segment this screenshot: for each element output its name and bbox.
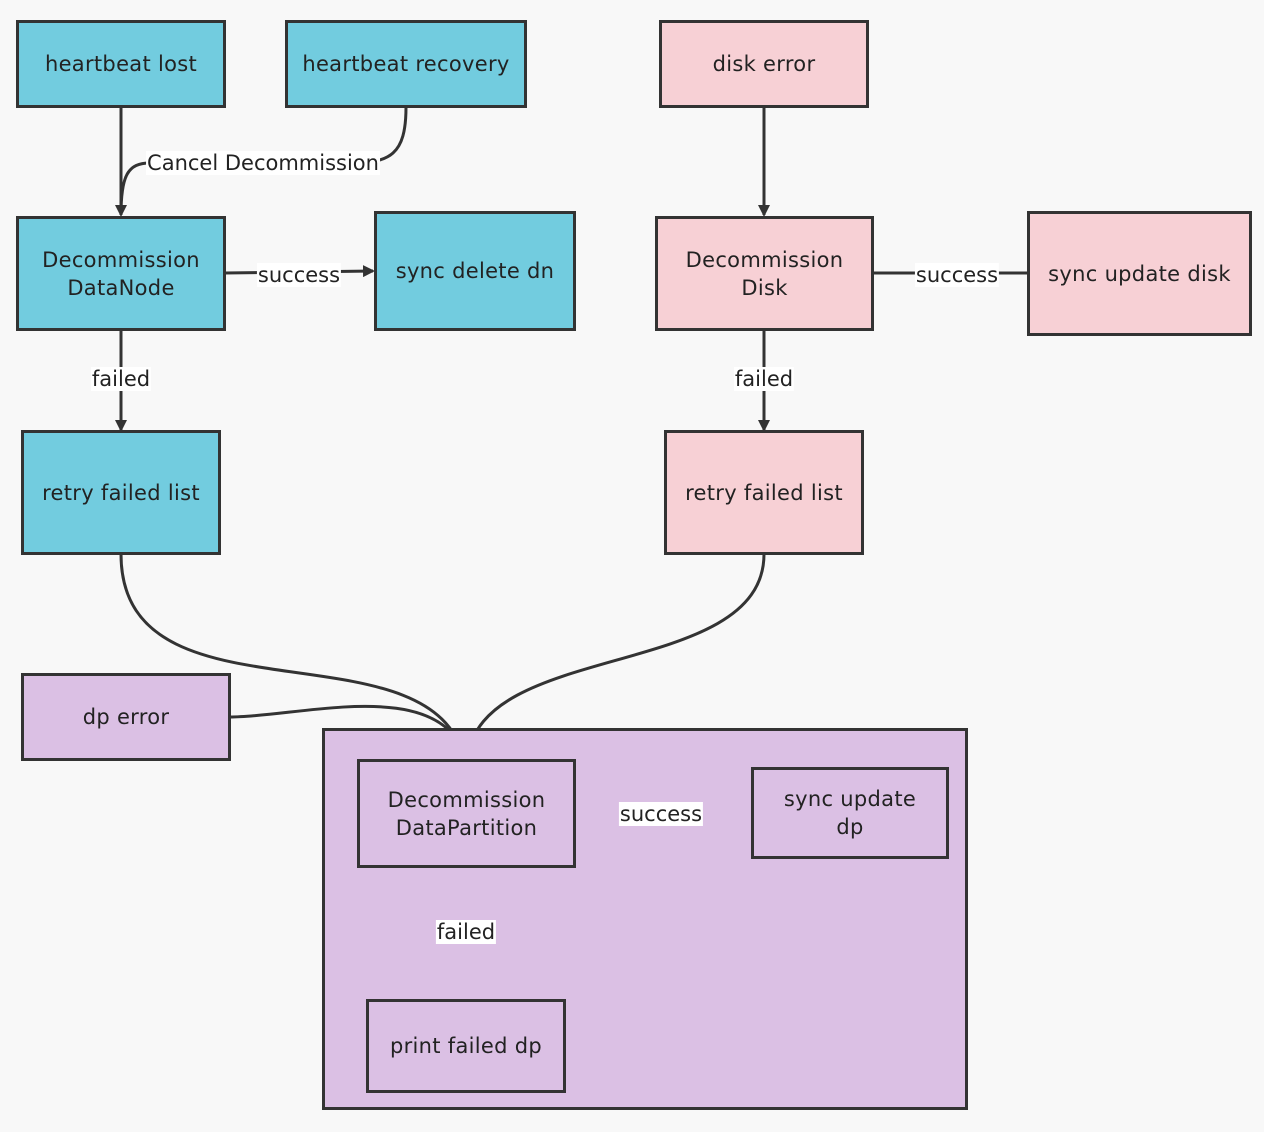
- node-disk-error-label: disk error: [712, 52, 816, 76]
- node-dp-error[interactable]: dp error: [21, 673, 231, 761]
- node-heartbeat-recovery[interactable]: heartbeat recovery: [285, 20, 527, 108]
- edge-label-disk-failed: failed: [733, 367, 795, 391]
- node-retry-failed-list-dn[interactable]: retry failed list: [21, 430, 221, 555]
- node-print-failed-dp-label: print failed dp: [389, 1034, 543, 1058]
- node-sync-update-dp-label: sync update dp: [783, 787, 917, 839]
- node-print-failed-dp[interactable]: print failed dp: [366, 999, 566, 1093]
- node-decommission-disk-label: Decommission Disk: [685, 247, 844, 300]
- node-sync-delete-dn-label: sync delete dn: [395, 259, 555, 283]
- node-sync-update-dp[interactable]: sync update dp: [751, 767, 949, 859]
- node-decommission-datanode-label: Decommission DataNode: [42, 247, 200, 300]
- node-heartbeat-lost-label: heartbeat lost: [44, 52, 198, 76]
- node-decommission-datanode[interactable]: Decommission DataNode: [16, 216, 226, 331]
- edge-label-disk-success: success: [914, 263, 1000, 287]
- node-retry-failed-list-disk-label: retry failed list: [685, 480, 843, 505]
- edge-label-cancel-decommission: Cancel Decommission: [146, 151, 380, 175]
- node-disk-error[interactable]: disk error: [659, 20, 869, 108]
- node-decommission-datapartition[interactable]: Decommission DataPartition: [357, 759, 576, 868]
- node-sync-delete-dn[interactable]: sync delete dn: [374, 211, 576, 331]
- node-heartbeat-lost[interactable]: heartbeat lost: [16, 20, 226, 108]
- node-decommission-disk[interactable]: Decommission Disk: [655, 216, 874, 331]
- edge-retry-disk-to-decommission-datapartition: [463, 553, 766, 760]
- node-heartbeat-recovery-label: heartbeat recovery: [302, 52, 510, 76]
- node-retry-failed-list-dn-label: retry failed list: [42, 480, 200, 505]
- node-decommission-datapartition-label: Decommission DataPartition: [387, 787, 546, 840]
- edge-label-dp-success: success: [618, 802, 704, 826]
- edge-retry-dn-to-decommission-datapartition: [119, 553, 468, 760]
- node-dp-error-label: dp error: [82, 705, 170, 729]
- node-sync-update-disk[interactable]: sync update disk: [1027, 211, 1252, 336]
- edge-label-dn-success: success: [256, 263, 342, 287]
- edge-label-dn-failed: failed: [90, 367, 152, 391]
- node-retry-failed-list-disk[interactable]: retry failed list: [664, 430, 864, 555]
- edge-label-dp-failed: failed: [435, 920, 497, 944]
- node-sync-update-disk-label: sync update disk: [1048, 261, 1231, 286]
